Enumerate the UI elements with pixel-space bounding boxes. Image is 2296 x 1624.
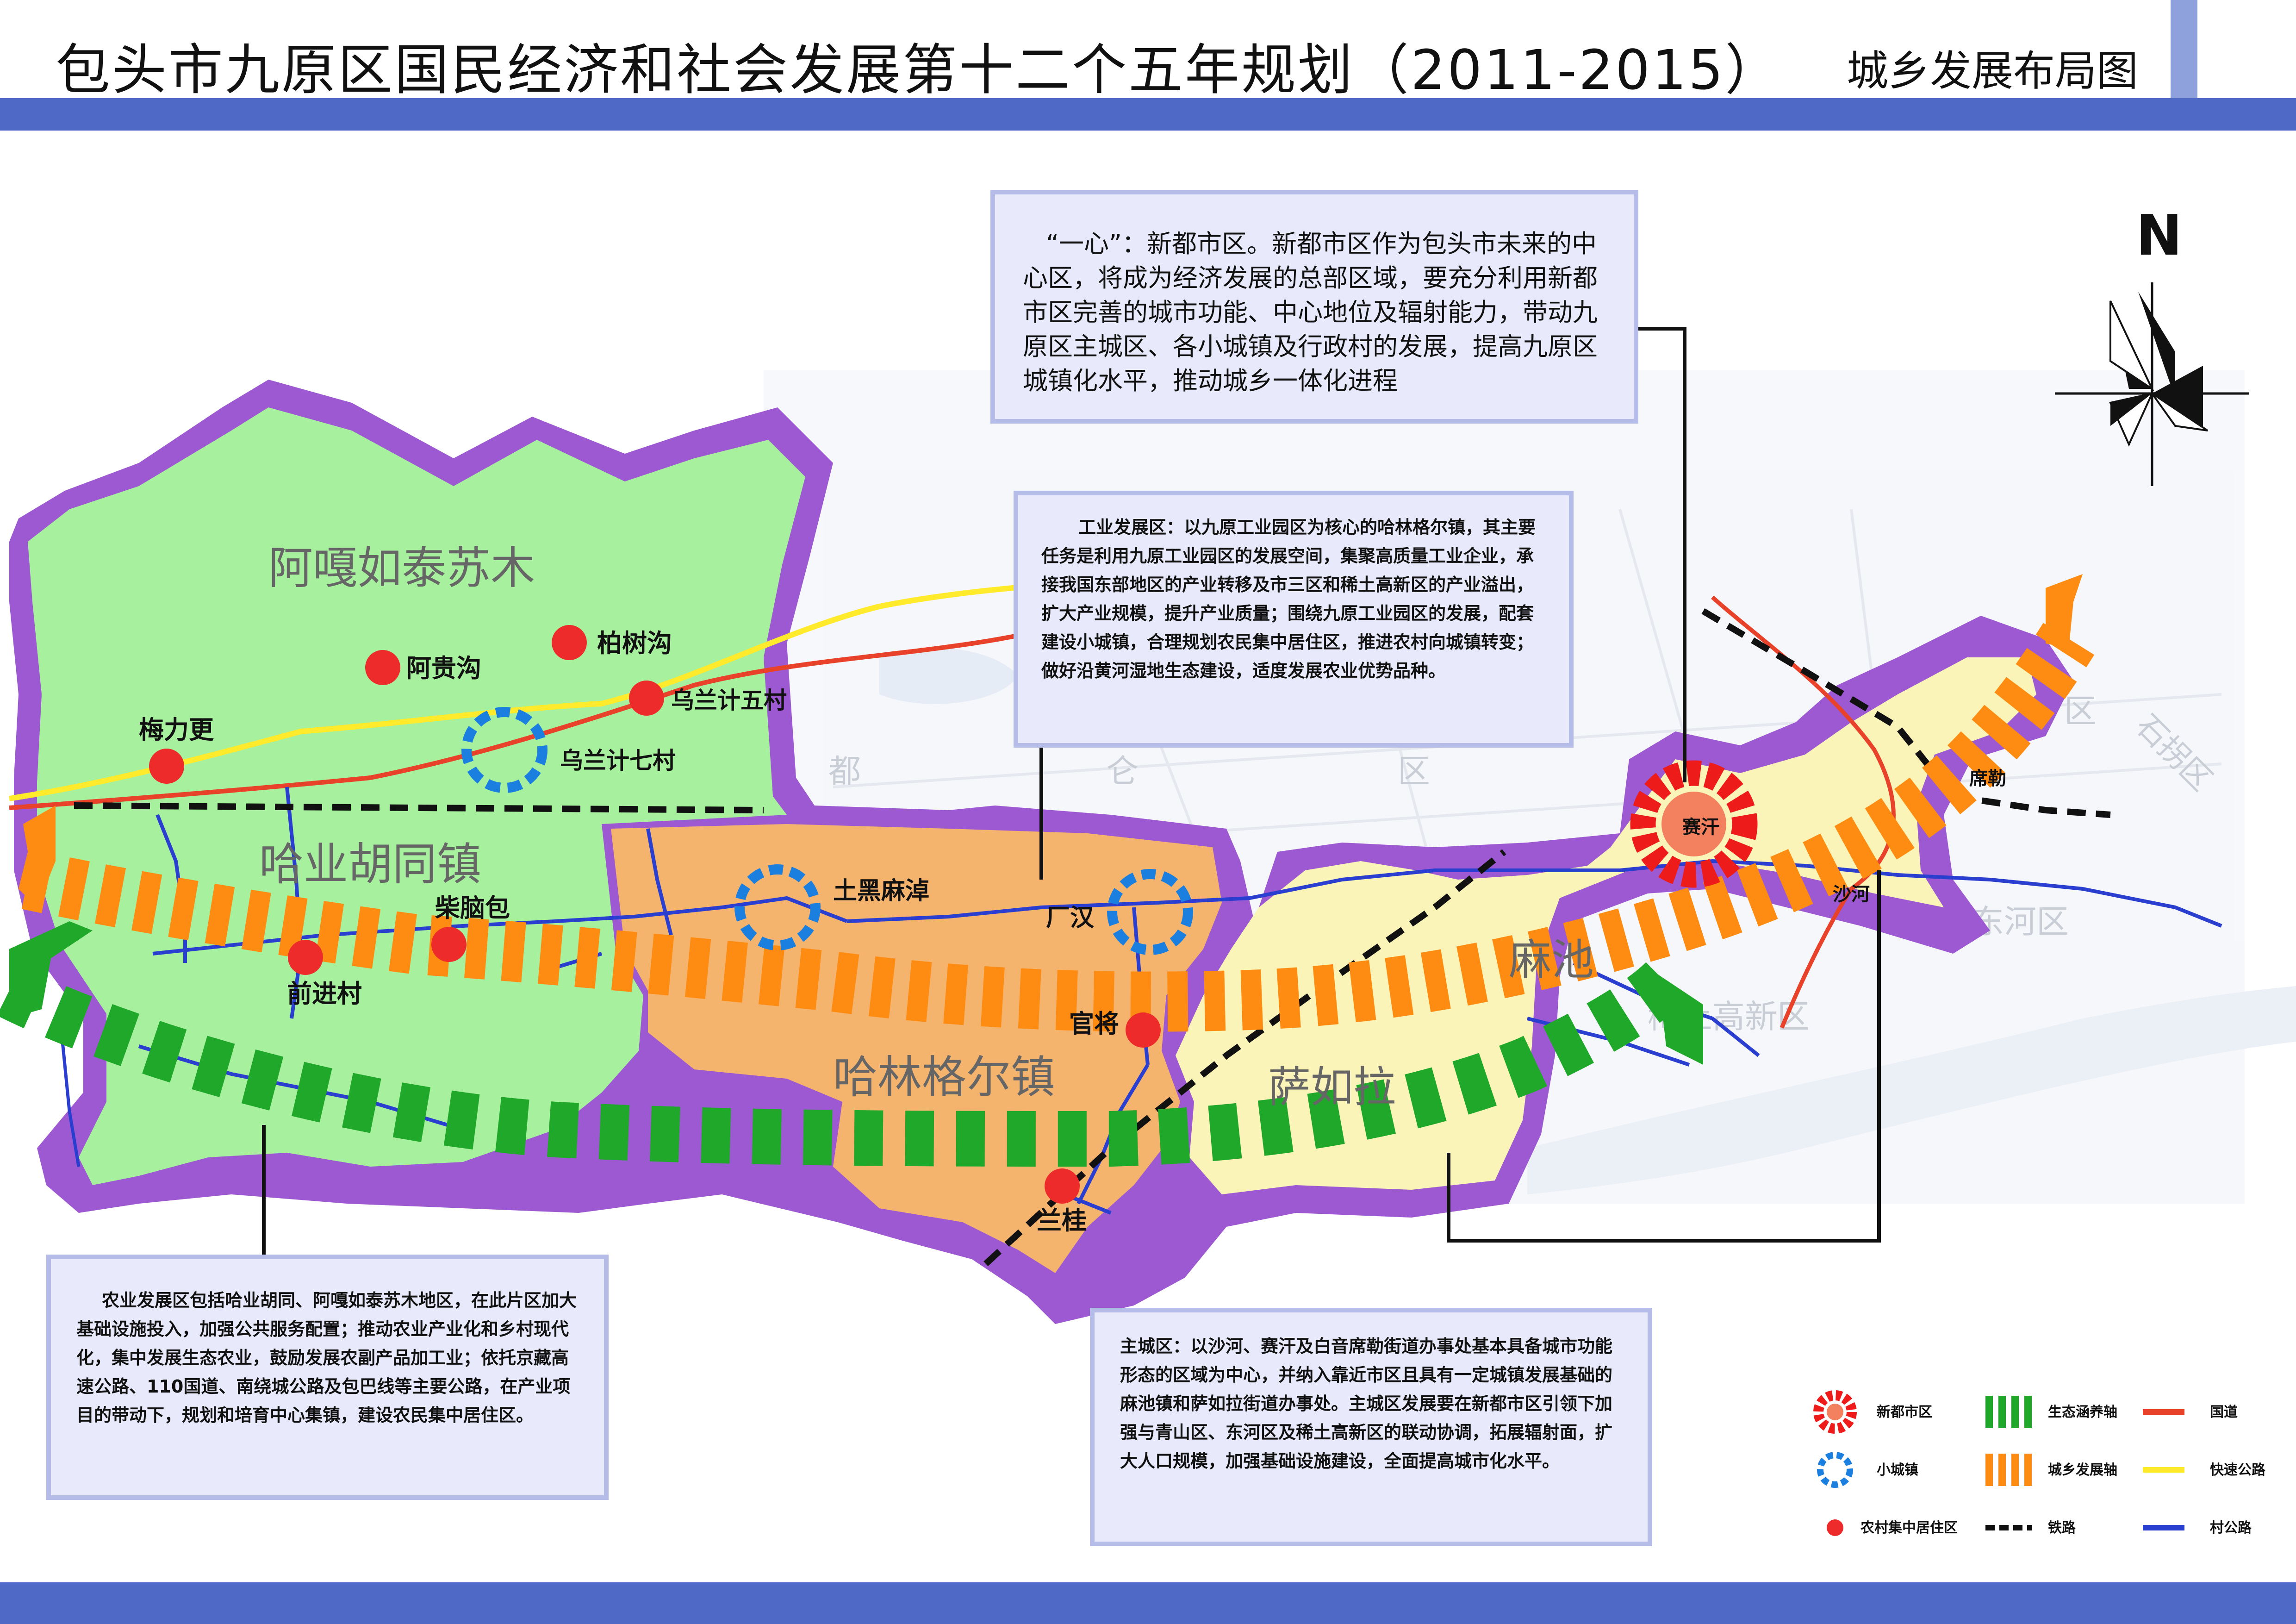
zone-label-hayehutong: 哈业胡同镇 bbox=[259, 838, 481, 890]
urban-axis bbox=[19, 574, 2095, 1032]
map-title: 包头市九原区国民经济和社会发展第十二个五年规划（2011-2015） bbox=[56, 38, 1782, 102]
legend-label-6: 国道 bbox=[2210, 1404, 2238, 1420]
ecological-axis bbox=[0, 921, 1703, 1167]
place-label-aguigou: 阿贵沟 bbox=[406, 654, 481, 683]
note-main-city-zone: 主城区：以沙河、赛汗及白音席勒街道办事处基本具备城市功能形态的区域为中心，并纳入… bbox=[1090, 1308, 1652, 1546]
place-label-wulanjiwu: 乌兰计五村 bbox=[671, 687, 787, 714]
bg-label-kunqu: 都 bbox=[828, 752, 861, 790]
bg-label-donghe: 东河区 bbox=[1972, 903, 2069, 941]
railway-west bbox=[74, 802, 764, 813]
legend-urban-axis-icon bbox=[1985, 1454, 2032, 1486]
urban-zone bbox=[1176, 657, 2036, 1194]
legend-new-city-icon bbox=[1813, 1390, 1857, 1434]
settlement-guanjiang bbox=[1126, 1012, 1161, 1048]
settlement-wulanjiwu bbox=[629, 681, 664, 716]
place-label-shahe: 沙河 bbox=[1833, 884, 1870, 905]
village-road-west bbox=[58, 1018, 81, 1167]
bg-label-qu1: 区 bbox=[1398, 752, 1430, 790]
agri-zone bbox=[28, 407, 805, 1185]
legend-label-5: 铁路 bbox=[2048, 1520, 2076, 1536]
bg-label-qu2: 区 bbox=[2064, 692, 2097, 730]
railway-northeast bbox=[1701, 608, 2111, 818]
place-label-tuheima: 土黑麻淖 bbox=[833, 877, 929, 905]
top-divider-bar bbox=[0, 98, 2296, 131]
eco-axis-east-arrow bbox=[1648, 968, 1703, 1065]
legend-label-1: 小城镇 bbox=[1877, 1462, 1918, 1478]
town-marker-wulanjiqi bbox=[461, 707, 548, 793]
zone-label-saru: 萨如拉 bbox=[1268, 1062, 1396, 1112]
rural-settlements bbox=[149, 625, 1161, 1204]
legend: 新都市区 小城镇 农村集中居住区 生态涵养轴 城乡发展轴 铁路 国道 快速公路 … bbox=[1813, 1390, 2266, 1536]
zone-labels: 阿嘎如泰苏木 哈业胡同镇 哈林格尔镇 麻池 萨如拉 bbox=[259, 542, 1594, 1112]
place-label-langui: 兰桂 bbox=[1037, 1206, 1087, 1235]
legend-label-7: 快速公路 bbox=[2210, 1462, 2266, 1478]
note-new-city-center: “一心”：新都市区。新都市区作为包头市未来的中心区，将成为经济发展的总部区域，要… bbox=[990, 190, 1638, 424]
header-accent bbox=[2171, 0, 2197, 98]
legend-label-0: 新都市区 bbox=[1877, 1404, 1932, 1420]
settlement-aguigou bbox=[365, 650, 400, 685]
bottom-divider-bar bbox=[0, 1582, 2296, 1624]
place-label-saihan: 赛汗 bbox=[1682, 817, 1719, 838]
urban-axis-west-arrow bbox=[19, 806, 56, 907]
town-marker-tuheima bbox=[734, 864, 821, 950]
legend-label-8: 村公路 bbox=[2210, 1520, 2252, 1536]
settlement-meiligeng bbox=[149, 749, 184, 784]
expressway-line bbox=[9, 576, 1157, 801]
legend-label-4: 城乡发展轴 bbox=[2048, 1462, 2117, 1478]
eco-axis-west-arrow bbox=[9, 921, 93, 1018]
place-label-baishugou: 柏树沟 bbox=[597, 629, 672, 658]
place-label-wulanjiqi: 乌兰计七村 bbox=[560, 747, 676, 774]
settlement-qianjin bbox=[288, 940, 323, 975]
place-labels: 梅力更 阿贵沟 柏树沟 乌兰计五村 乌兰计七村 柴脑包 前进村 土黑麻淖 厂汉 … bbox=[139, 629, 2006, 1235]
bg-label-lun: 仑 bbox=[1106, 752, 1139, 790]
zone-label-agahurutai: 阿嘎如泰苏木 bbox=[268, 542, 535, 594]
header: 包头市九原区国民经济和社会发展第十二个五年规划（2011-2015） 城乡发展布… bbox=[0, 0, 2296, 102]
place-label-guanjiang: 官将 bbox=[1069, 1009, 1119, 1038]
north-arrow: N bbox=[2055, 204, 2249, 486]
zone-label-halinge: 哈林格尔镇 bbox=[833, 1051, 1055, 1103]
note-agriculture-zone: 农业发展区包括哈业胡同、阿嘎如泰苏木地区，在此片区加大基础设施投入，加强公共服务… bbox=[46, 1255, 609, 1500]
legend-small-town-icon bbox=[1817, 1452, 1853, 1488]
place-label-qianjin: 前进村 bbox=[287, 979, 362, 1008]
new-city-center-marker bbox=[1630, 760, 1758, 888]
leader-main bbox=[1447, 870, 1881, 1243]
legend-label-3: 生态涵养轴 bbox=[2048, 1404, 2117, 1420]
small-towns bbox=[461, 707, 1193, 955]
note-industrial-zone: 工业发展区：以九原工业园区为核心的哈林格尔镇，其主要任务是利用九原工业园区的发展… bbox=[1014, 491, 1574, 748]
zone-label-machi: 麻池 bbox=[1509, 935, 1594, 985]
settlement-langui bbox=[1045, 1168, 1080, 1204]
leader-heart bbox=[1638, 327, 1686, 782]
place-label-xile: 席勒 bbox=[1969, 768, 2006, 789]
legend-rural-icon bbox=[1827, 1519, 1843, 1536]
legend-label-2: 农村集中居住区 bbox=[1860, 1520, 1958, 1536]
urban-axis-east-arrow bbox=[2046, 574, 2083, 648]
town-marker-changhan bbox=[1107, 869, 1193, 955]
legend-eco-axis-icon bbox=[1985, 1396, 2032, 1428]
place-label-meiligeng: 梅力更 bbox=[139, 715, 214, 744]
place-label-chainaobao: 柴脑包 bbox=[435, 893, 510, 923]
settlement-baishugou bbox=[552, 625, 587, 660]
settlement-chainaobao bbox=[431, 927, 467, 962]
note-leader-lines bbox=[262, 327, 1881, 1259]
map-subtitle: 城乡发展布局图 bbox=[1847, 47, 2138, 95]
north-label: N bbox=[2136, 204, 2182, 268]
place-label-changhan: 厂汉 bbox=[1046, 904, 1095, 932]
